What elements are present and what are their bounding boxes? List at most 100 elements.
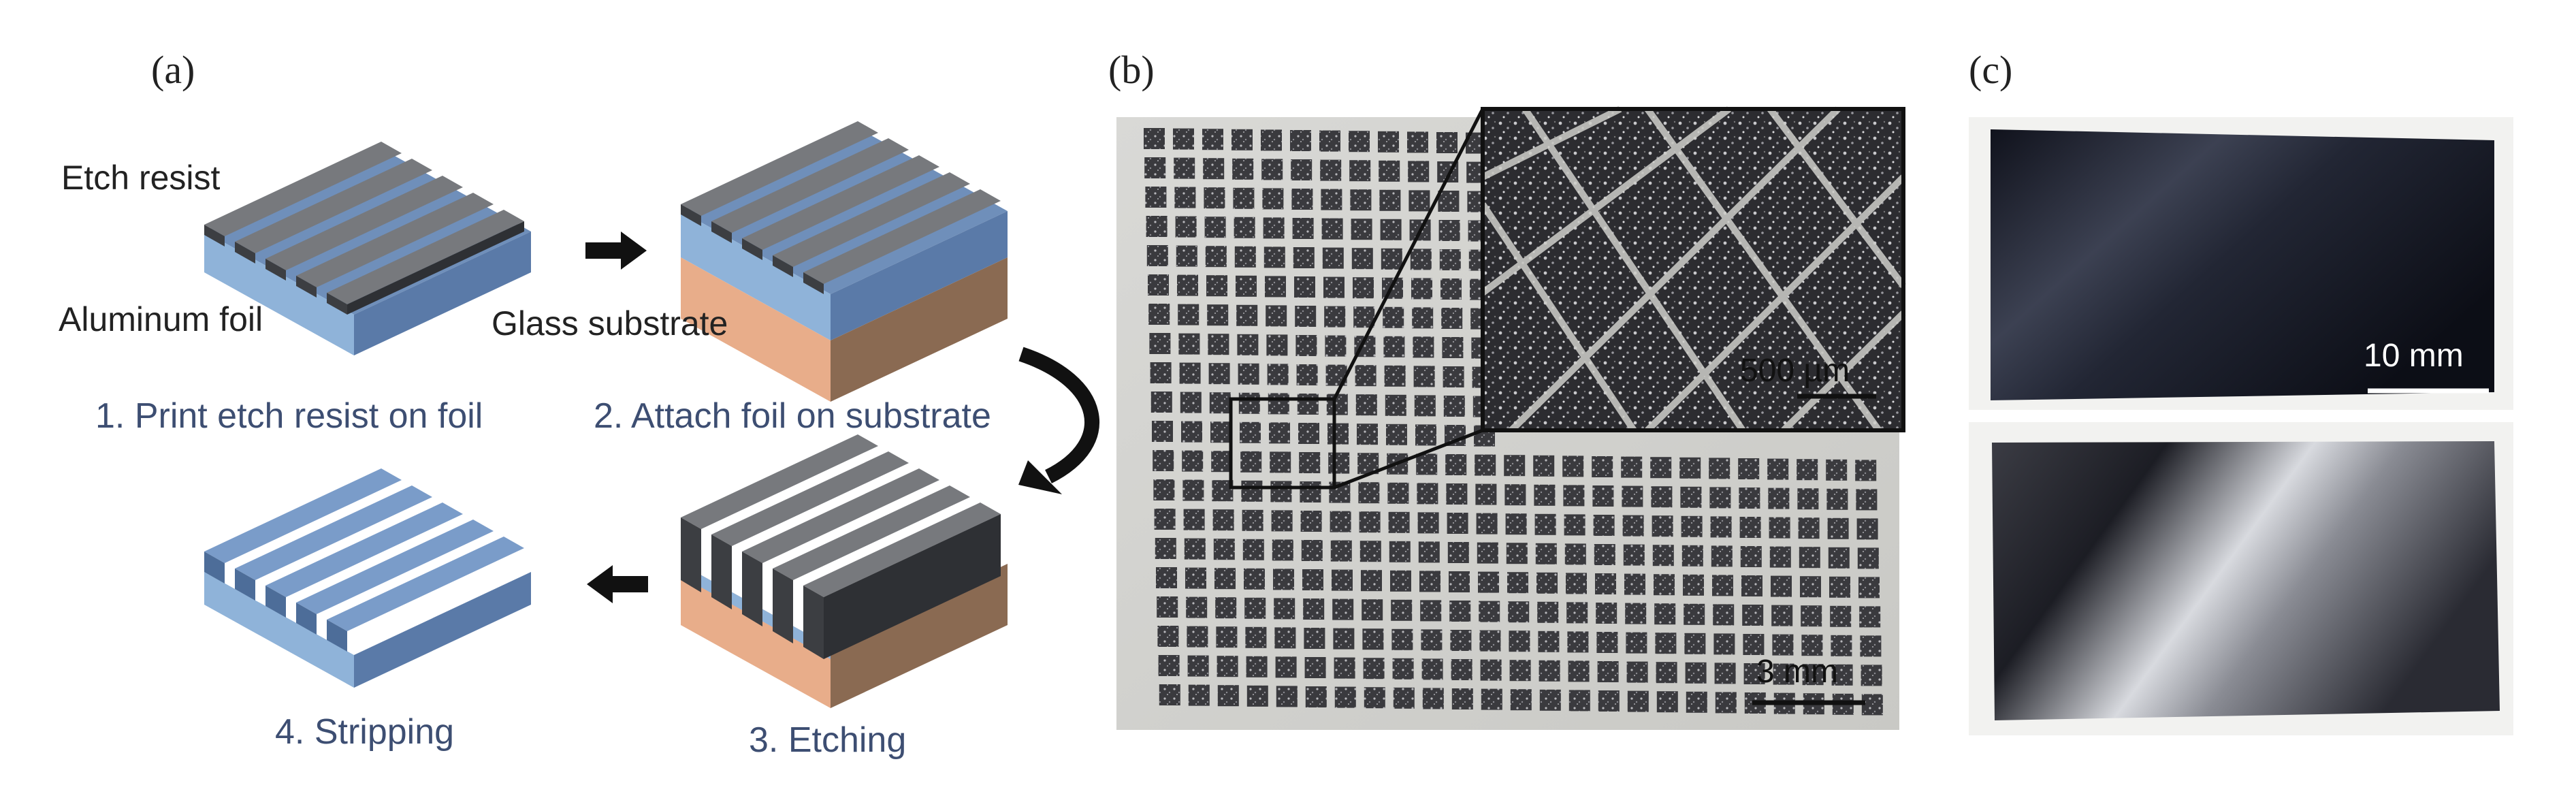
mesh-square bbox=[1475, 483, 1497, 505]
mesh-square bbox=[1626, 661, 1648, 683]
mesh-square bbox=[1505, 513, 1527, 535]
mesh-square bbox=[1186, 596, 1208, 618]
mesh-square bbox=[1358, 482, 1380, 504]
mesh-square bbox=[1263, 217, 1285, 239]
mesh-square bbox=[1205, 246, 1227, 268]
mesh-square bbox=[1211, 451, 1233, 473]
mesh-square bbox=[1386, 424, 1407, 445]
mesh-square bbox=[1567, 631, 1589, 653]
mesh-square bbox=[1713, 604, 1735, 626]
mesh-square bbox=[1178, 333, 1200, 355]
inset-micrograph: 500 µm bbox=[1479, 106, 1906, 433]
mesh-square bbox=[1451, 688, 1473, 709]
mesh-square bbox=[1146, 216, 1168, 237]
mesh-square bbox=[1507, 572, 1528, 594]
mesh-square bbox=[1350, 189, 1372, 211]
mesh-square bbox=[1769, 546, 1791, 568]
mesh-square bbox=[1237, 334, 1259, 355]
mesh-square bbox=[1713, 633, 1735, 655]
mesh-square bbox=[1534, 513, 1556, 535]
mesh-square bbox=[1290, 130, 1311, 151]
mesh-square bbox=[1828, 547, 1850, 569]
mesh-square bbox=[1155, 538, 1176, 559]
mesh-square bbox=[1860, 635, 1882, 657]
mesh-square bbox=[1563, 485, 1585, 507]
mesh-square bbox=[1408, 190, 1430, 212]
mesh-square bbox=[1391, 628, 1413, 650]
mesh-square bbox=[1323, 276, 1345, 298]
mesh-square bbox=[1359, 511, 1381, 533]
mesh-square bbox=[1174, 157, 1195, 179]
panel-label-a: (a) bbox=[151, 48, 195, 92]
mesh-square bbox=[1562, 456, 1584, 477]
mesh-square bbox=[1656, 662, 1677, 684]
mesh-square bbox=[1332, 569, 1353, 591]
mesh-square bbox=[1797, 488, 1819, 510]
mesh-square bbox=[1274, 598, 1295, 620]
mesh-square bbox=[1626, 632, 1647, 654]
mesh-grid bbox=[1144, 128, 1883, 716]
mesh-square bbox=[1364, 687, 1385, 709]
mesh-square bbox=[1378, 131, 1399, 153]
mesh-square bbox=[1481, 688, 1502, 710]
mesh-square bbox=[1379, 160, 1400, 182]
mesh-square bbox=[1800, 576, 1821, 598]
mesh-square bbox=[1334, 686, 1356, 708]
mesh-square bbox=[1383, 336, 1405, 357]
mesh-square bbox=[1595, 573, 1616, 594]
resist-lines-1 bbox=[204, 142, 524, 315]
photo-c-bottom bbox=[1969, 422, 2513, 735]
mesh-square bbox=[1274, 627, 1296, 649]
mesh-square bbox=[1592, 456, 1613, 477]
mesh-square bbox=[1739, 517, 1761, 538]
mesh-square bbox=[1390, 570, 1411, 592]
mesh-square bbox=[1441, 308, 1463, 329]
mesh-square bbox=[1241, 480, 1263, 502]
mesh-square bbox=[1799, 547, 1820, 569]
mesh-square bbox=[1627, 690, 1649, 712]
mesh-square bbox=[1187, 655, 1209, 677]
mesh-square bbox=[1173, 128, 1194, 150]
mesh-square bbox=[1506, 543, 1528, 564]
mesh-square bbox=[1477, 542, 1498, 564]
mesh-square bbox=[1504, 484, 1526, 506]
mesh-square bbox=[1767, 458, 1789, 480]
photo-c-top: 10 mm bbox=[1969, 117, 2513, 410]
mesh-square bbox=[1291, 189, 1313, 210]
mesh-square bbox=[1333, 628, 1355, 650]
mesh-square bbox=[1537, 601, 1559, 623]
mesh-square bbox=[1181, 421, 1202, 443]
mesh-square bbox=[1624, 573, 1645, 595]
mesh-square bbox=[1174, 187, 1196, 208]
mesh-square bbox=[1146, 245, 1168, 266]
mesh-square bbox=[1204, 217, 1226, 238]
mesh-square bbox=[1185, 567, 1206, 589]
mesh-square bbox=[1187, 626, 1208, 648]
mesh-square bbox=[1391, 599, 1413, 621]
mesh-square bbox=[1182, 479, 1204, 501]
mesh-square bbox=[1244, 597, 1266, 619]
resist-lines-2 bbox=[681, 121, 1001, 294]
mesh-square bbox=[1355, 365, 1376, 387]
mesh-square bbox=[1351, 248, 1373, 270]
mesh-square bbox=[1509, 660, 1531, 682]
mesh-square bbox=[1215, 597, 1237, 619]
mesh-square bbox=[1566, 602, 1588, 624]
mesh-square bbox=[1379, 189, 1401, 211]
mesh-square bbox=[1683, 574, 1704, 596]
mesh-square bbox=[1363, 658, 1385, 680]
mesh-square bbox=[1293, 247, 1315, 268]
mesh-square bbox=[1150, 392, 1172, 413]
arrow-right-icon bbox=[585, 232, 647, 270]
mesh-square bbox=[1217, 685, 1239, 707]
arrow-left-icon bbox=[587, 565, 648, 603]
mesh-square bbox=[1244, 568, 1265, 590]
mesh-square bbox=[1831, 664, 1853, 686]
mesh-square bbox=[1156, 567, 1177, 588]
mesh-square bbox=[1685, 662, 1707, 684]
mesh-square bbox=[1157, 596, 1178, 618]
mesh-square bbox=[1440, 278, 1462, 300]
mesh-square bbox=[1829, 576, 1850, 598]
mesh-square bbox=[1322, 247, 1344, 269]
mesh-square bbox=[1273, 569, 1294, 590]
